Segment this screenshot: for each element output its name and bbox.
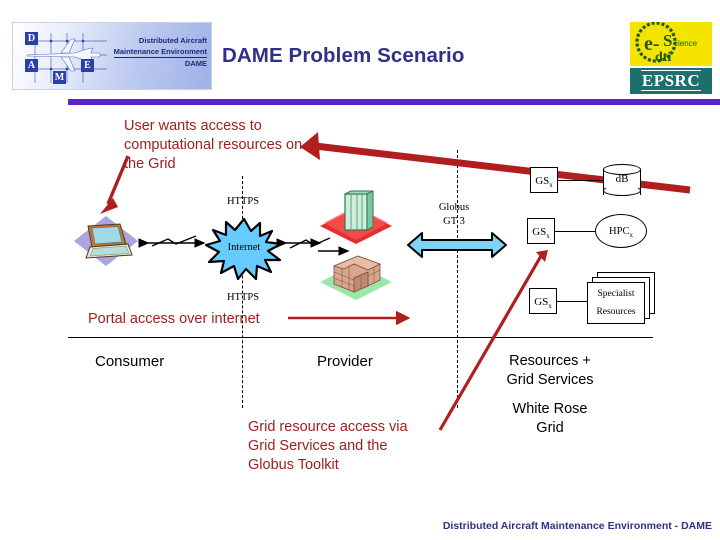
zone-label-consumer: Consumer xyxy=(95,353,165,370)
dame-logo-line3: DAME xyxy=(184,59,207,68)
page-title: DAME Problem Scenario xyxy=(222,44,465,67)
zone-label-resources: Resources + Grid Services xyxy=(506,353,594,388)
dame-logo: D A M E Distributed Aircraft Maintenance… xyxy=(12,22,212,90)
node-hpc-sub: x xyxy=(629,231,633,240)
node-gs-1-label: GS xyxy=(535,175,550,187)
dame-logo-text: Distributed Aircraft Maintenance Environ… xyxy=(107,35,207,69)
zone-label-white-rose-grid: White Rose Grid xyxy=(512,401,588,436)
node-gs-2-sub: x xyxy=(546,232,550,241)
label-https-top: HTTPS xyxy=(226,196,260,207)
node-gs-2-label: GS xyxy=(532,226,547,238)
server-icon xyxy=(320,190,392,244)
node-gs-3[interactable]: GSx xyxy=(529,288,557,314)
label-https-bottom: HTTPS xyxy=(226,292,260,303)
epsrc-logo: EPSRC xyxy=(630,68,712,94)
db-cylinder-top xyxy=(603,164,641,175)
node-specialist-resources[interactable] xyxy=(587,282,645,324)
node-gs-3-label: GS xyxy=(534,296,549,308)
node-hpc[interactable]: HPCx xyxy=(595,214,647,248)
node-hpc-label: HPC xyxy=(609,226,630,237)
dame-logo-line2: Maintenance Environment xyxy=(113,47,207,58)
dame-logo-line1: Distributed Aircraft xyxy=(138,36,207,45)
svg-text:S: S xyxy=(663,31,672,50)
label-globus-gt3: Globus GT 3 xyxy=(438,202,470,227)
link-laptop-internet xyxy=(138,235,206,248)
zone-divider-horizontal xyxy=(68,337,653,338)
zone-divider-consumer-provider xyxy=(242,176,243,408)
node-gs-1-sub: x xyxy=(549,181,553,190)
connector-gs3-specialist xyxy=(557,301,587,303)
specialist-resources-label: Specialist Resources xyxy=(587,285,645,321)
connector-gs2-hpc xyxy=(555,231,595,233)
firewall-brick-icon xyxy=(320,255,392,300)
node-database[interactable]: dB xyxy=(603,164,641,197)
specialist-line1: Specialist xyxy=(597,289,635,299)
node-gs-2[interactable]: GSx xyxy=(527,218,555,244)
specialist-line2: Resources xyxy=(596,307,636,317)
node-gs-1[interactable]: GSx xyxy=(530,167,558,193)
connector-gs1-db xyxy=(558,180,603,182)
escience-logo: e- S cience dti xyxy=(630,22,712,66)
logo-letter-a: A xyxy=(25,59,38,72)
node-gs-3-sub: x xyxy=(548,302,552,311)
title-divider xyxy=(68,99,720,105)
logo-letter-m: M xyxy=(53,71,66,84)
internet-label: Internet xyxy=(227,242,261,253)
slide-footer: Distributed Aircraft Maintenance Environ… xyxy=(442,520,712,532)
annotation-portal-access: Portal access over internet xyxy=(88,311,260,327)
escience-dti-icon: e- S cience dti xyxy=(635,22,698,65)
epsrc-logo-text: EPSRC xyxy=(640,70,702,91)
annotation-grid-resource-access: Grid resource access via Grid Services a… xyxy=(248,419,408,473)
internet-burst-icon xyxy=(204,217,283,281)
logo-letter-d: D xyxy=(25,32,38,45)
zone-label-provider: Provider xyxy=(317,353,373,370)
logo-letter-e: E xyxy=(81,59,94,72)
annotation-user-access: User wants access to computational resou… xyxy=(124,118,303,172)
zone-divider-provider-resources xyxy=(457,150,458,408)
svg-text:dti: dti xyxy=(655,50,671,65)
node-database-label: dB xyxy=(615,173,629,185)
db-cylinder-bottom xyxy=(603,185,641,196)
svg-text:e-: e- xyxy=(644,33,660,55)
aircraft-grid-icon xyxy=(26,33,107,83)
svg-text:cience: cience xyxy=(674,39,698,48)
laptop-icon xyxy=(74,216,138,266)
